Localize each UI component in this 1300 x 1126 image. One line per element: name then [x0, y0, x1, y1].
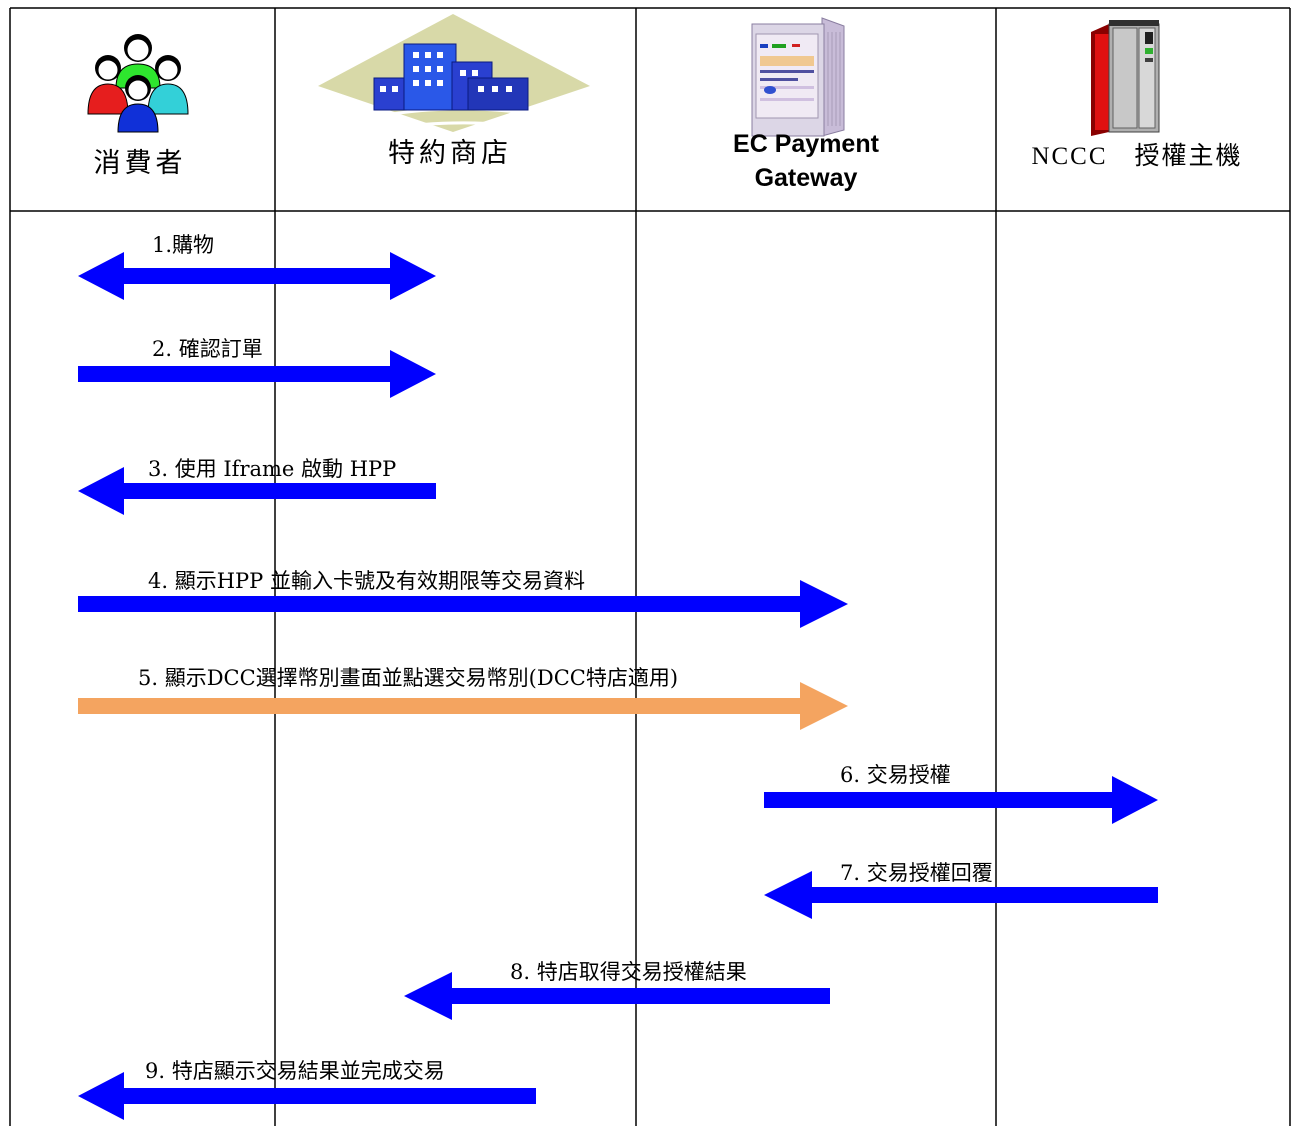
message-9-label: 9. 特店顯示交易結果並完成交易	[145, 1059, 445, 1083]
consumers-icon	[87, 34, 189, 133]
message-6-label: 6. 交易授權	[840, 763, 951, 787]
message-4: 4. 顯示HPP 並輸入卡號及有效期限等交易資料	[78, 569, 848, 628]
message-8-label: 8. 特店取得交易授權結果	[510, 960, 747, 984]
message-4-arrow	[78, 580, 848, 628]
message-8-arrow	[404, 972, 830, 1020]
message-3-arrow	[78, 467, 436, 515]
message-3-label: 3. 使用 Iframe 啟動 HPP	[148, 457, 396, 481]
message-8: 8. 特店取得交易授權結果	[404, 960, 830, 1020]
message-2: 2. 確認訂單	[78, 337, 436, 398]
participant-nccc: NCCC 授權主機	[1031, 142, 1242, 170]
gateway-server-icon	[751, 17, 845, 137]
message-9: 9. 特店顯示交易結果並完成交易	[78, 1059, 536, 1120]
participant-consumer: 消費者	[94, 148, 187, 179]
message-6: 6. 交易授權	[764, 763, 1158, 824]
message-7-label: 7. 交易授權回覆	[840, 861, 993, 885]
message-2-label: 2. 確認訂單	[152, 337, 263, 361]
message-5-arrow	[78, 682, 848, 730]
message-9-arrow	[78, 1072, 536, 1120]
participant-merchant: 特約商店	[388, 138, 512, 169]
diagram-frame	[9, 7, 1291, 1126]
message-5: 5. 顯示DCC選擇幣別畫面並點選交易幣別(DCC特店適用)	[78, 666, 848, 730]
message-1: 1.購物	[78, 233, 436, 300]
participant-gateway-line2: Gateway	[755, 164, 858, 192]
message-5-label: 5. 顯示DCC選擇幣別畫面並點選交易幣別(DCC特店適用)	[138, 666, 678, 690]
merchant-building-icon	[318, 14, 590, 140]
message-7-arrow	[764, 871, 1158, 919]
message-3: 3. 使用 Iframe 啟動 HPP	[78, 457, 436, 515]
message-2-arrow	[78, 350, 436, 398]
message-4-label: 4. 顯示HPP 並輸入卡號及有效期限等交易資料	[148, 569, 585, 593]
participant-gateway-line1: EC Payment	[733, 130, 880, 158]
nccc-mainframe-icon	[1091, 20, 1160, 136]
message-7: 7. 交易授權回覆	[764, 861, 1158, 919]
message-6-arrow	[764, 776, 1158, 824]
message-1-label: 1.購物	[152, 233, 214, 257]
message-1-arrow	[78, 252, 436, 300]
